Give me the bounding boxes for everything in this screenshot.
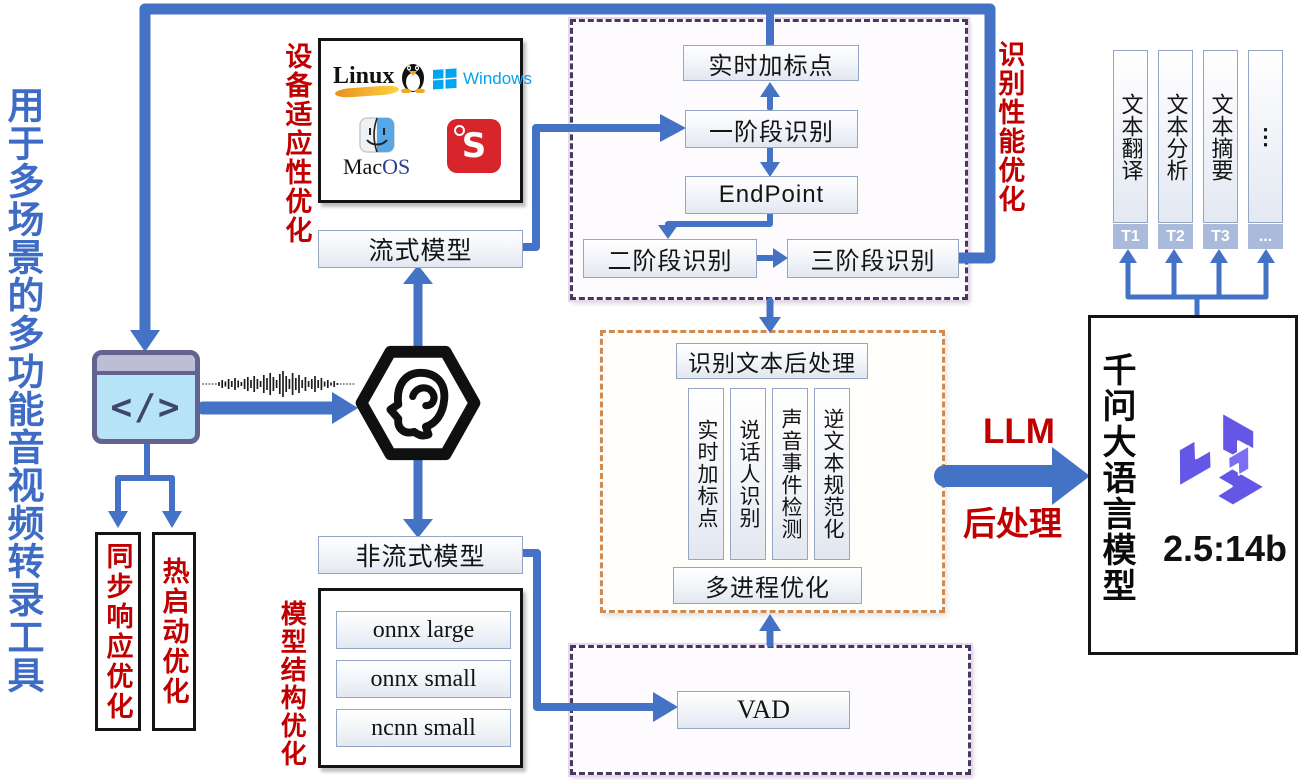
tag-label: T3 — [1211, 227, 1230, 245]
task-label: 文本翻译 — [1118, 92, 1144, 181]
sync-response-optimization-box: 同步响应优化 — [95, 532, 141, 731]
model-variant-onnx-large: onnx large — [336, 611, 511, 649]
task-more: ⋮ — [1248, 50, 1283, 223]
task-tag-t3: T3 — [1203, 224, 1238, 249]
llm-label: LLM — [983, 412, 1055, 451]
streaming-model-node: 流式模型 — [318, 230, 523, 268]
module-label: 声音事件检测 — [779, 408, 802, 540]
device-adaptability-label: 设备适应性优化 — [281, 42, 312, 245]
qwen-version-label: 2.5:14b — [1162, 528, 1288, 569]
os-support-box: Linux Windows — [318, 38, 532, 203]
windows-label: Windows — [463, 69, 532, 88]
stage2-recognition-node: 二阶段识别 — [583, 239, 757, 278]
post-processing-title-node: 识别文本后处理 — [676, 343, 868, 379]
s-letter: S — [461, 126, 487, 166]
window-titlebar — [97, 355, 195, 375]
mac-label: Mac — [343, 154, 383, 179]
realtime-punctuation-node: 实时加标点 — [683, 45, 859, 81]
model-variants-box: onnx large onnx small ncnn small — [318, 588, 523, 768]
page-title: 用于多场景的多功能音视频转录工具 — [2, 86, 43, 694]
endpoint-node: EndPoint — [685, 176, 858, 214]
linux-label: Linux — [333, 62, 395, 89]
tag-label: ... — [1258, 227, 1273, 245]
task-tag-t1: T1 — [1113, 224, 1148, 249]
non-streaming-model-node: 非流式模型 — [318, 536, 523, 574]
model-variant-onnx-small: onnx small — [336, 660, 511, 698]
module-realtime-punctuation: 实时加标点 — [688, 388, 724, 560]
module-sound-event-detection: 声音事件检测 — [772, 388, 808, 560]
model-structure-label: 模型结构优化 — [277, 600, 308, 768]
llm-postprocess-label: 后处理 — [963, 505, 1062, 542]
module-label: 实时加标点 — [695, 419, 718, 529]
sync-response-label: 同步响应优化 — [102, 541, 133, 722]
speech-recognition-engine-icon — [355, 345, 481, 461]
qwen-title: 千问大语言模型 — [1097, 352, 1135, 604]
model-variant-ncnn-small: ncnn small — [336, 709, 511, 747]
recognition-performance-label: 识别性能优化 — [994, 40, 1025, 214]
macos-label: MacOS — [343, 154, 410, 180]
task-label: ⋮ — [1254, 123, 1277, 149]
module-label: 说话人识别 — [737, 419, 760, 529]
task-label: 文本摘要 — [1208, 92, 1234, 181]
tag-label: T2 — [1166, 227, 1185, 245]
qwen-logo-icon — [1177, 411, 1267, 507]
finder-icon — [358, 117, 395, 153]
penguin-icon — [401, 64, 426, 93]
windows-logo: Windows — [433, 67, 532, 91]
hot-start-optimization-box: 热启动优化 — [152, 532, 196, 731]
s-icon: S — [447, 119, 501, 173]
task-label: 文本分析 — [1163, 92, 1189, 181]
os-label: OS — [382, 154, 411, 179]
task-text-translation: 文本翻译 — [1113, 50, 1148, 223]
module-inverse-text-normalization: 逆文本规范化 — [814, 388, 850, 560]
task-text-summary: 文本摘要 — [1203, 50, 1238, 223]
macos-logo: MacOS — [343, 116, 410, 180]
module-speaker-identification: 说话人识别 — [730, 388, 766, 560]
tag-label: T1 — [1121, 227, 1140, 245]
stage3-recognition-node: 三阶段识别 — [787, 239, 959, 278]
hot-start-label: 热启动优化 — [158, 556, 189, 707]
stage1-recognition-node: 一阶段识别 — [685, 110, 858, 148]
vad-node: VAD — [677, 691, 850, 729]
windows-icon — [433, 68, 457, 90]
code-icon: </> — [110, 387, 182, 428]
task-text-analysis: 文本分析 — [1158, 50, 1193, 223]
client-app-icon: </> — [92, 350, 200, 444]
multiprocess-optimization-node: 多进程优化 — [673, 567, 862, 604]
linux-logo: Linux — [333, 59, 428, 98]
s-app-logo: S — [447, 119, 501, 173]
task-tag-t2: T2 — [1158, 224, 1193, 249]
module-label: 逆文本规范化 — [821, 408, 844, 540]
task-tag-more: ... — [1248, 224, 1283, 249]
audio-waveform-icon — [202, 371, 355, 397]
